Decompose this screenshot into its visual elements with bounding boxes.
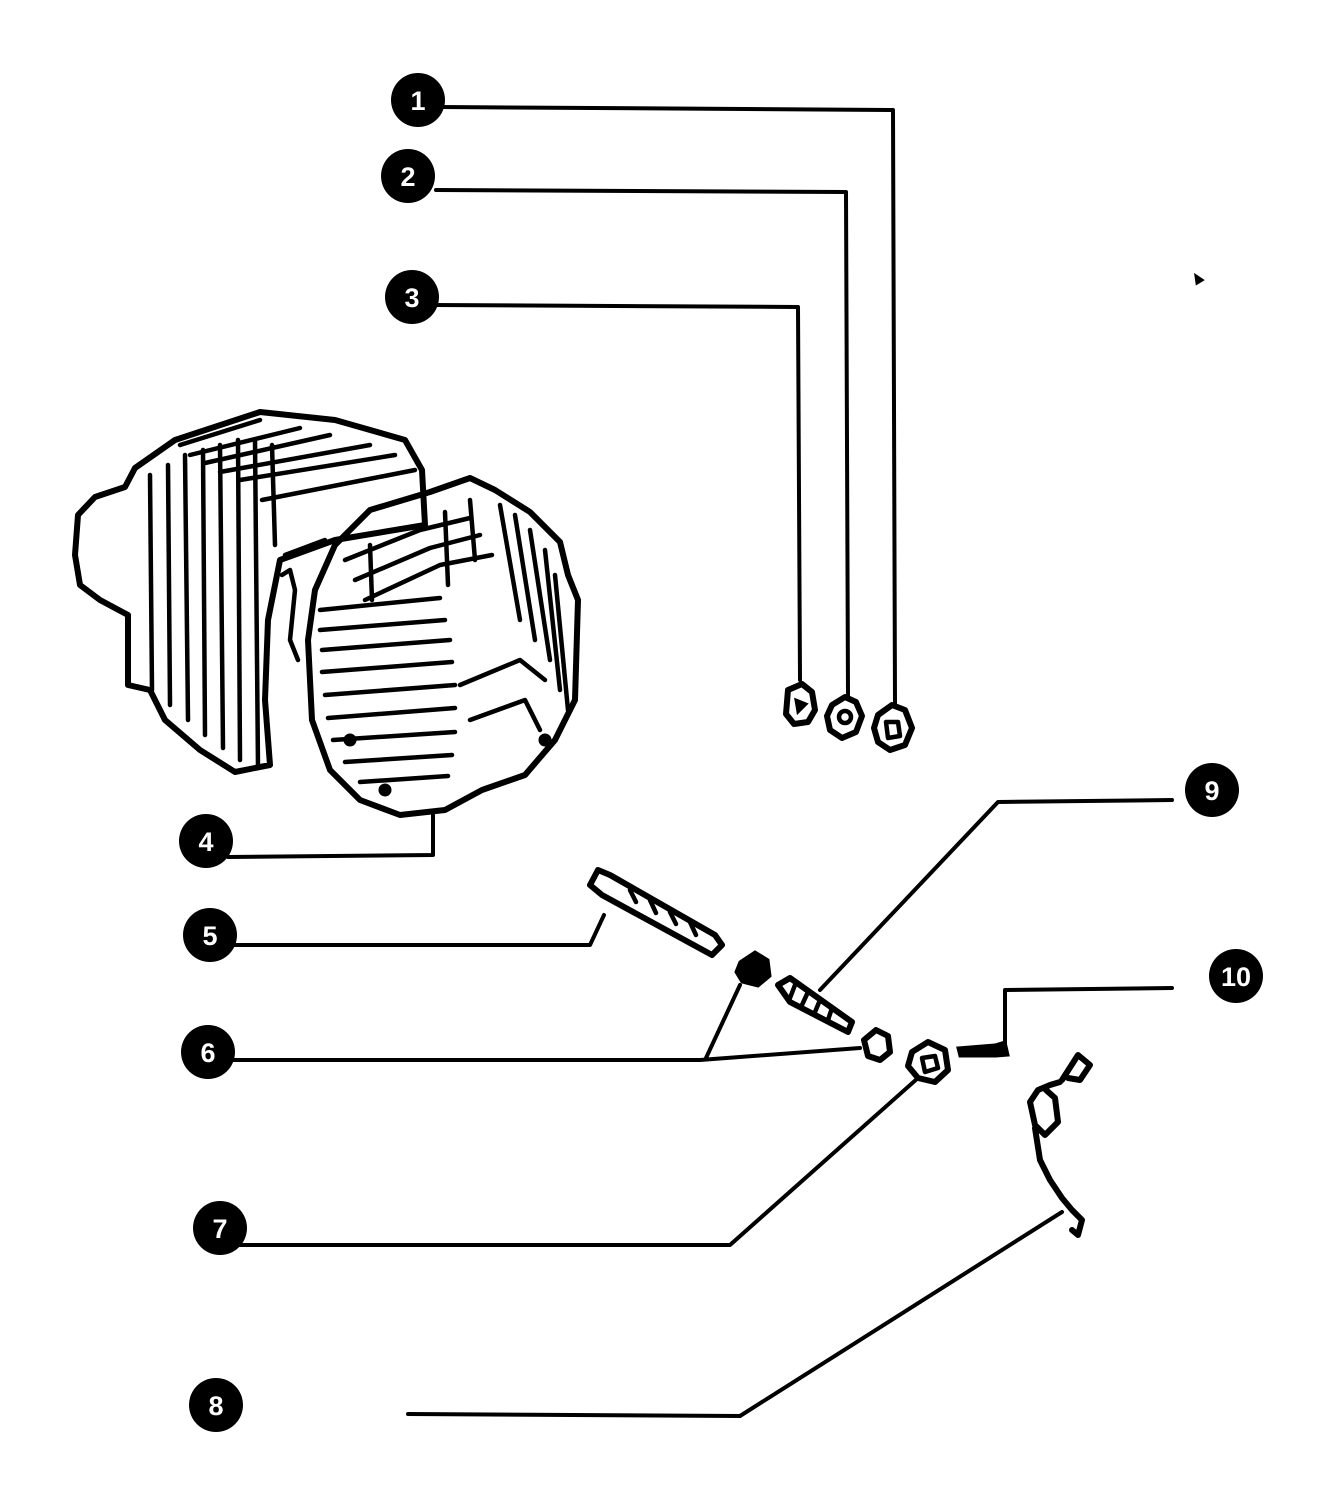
cylinder-head-side-fins [457, 502, 571, 733]
callout-7-label: 7 [212, 1214, 227, 1244]
washer-part-6 [861, 1027, 893, 1063]
nut-part-2 [824, 694, 865, 741]
callout-4: 4 [179, 814, 233, 868]
nut-part-2-hole [836, 708, 854, 726]
leader-line-10 [1003, 986, 1174, 1052]
clip-part-8 [1027, 1052, 1093, 1238]
washer-part-7-inner [919, 1053, 941, 1075]
leader-line-5 [230, 913, 606, 947]
leader-line-3 [430, 303, 802, 682]
callout-8-label: 8 [208, 1391, 223, 1421]
callout-10-label: 10 [1221, 962, 1251, 992]
callout-8: 8 [189, 1378, 243, 1432]
leader-line-7 [238, 1076, 920, 1247]
stud-thread [627, 887, 699, 938]
cylinder-top-fins [177, 417, 418, 503]
callout-6: 6 [181, 1025, 235, 1079]
cylinder-part-4 [72, 409, 581, 818]
callout-3: 3 [385, 270, 439, 324]
callout-6-label: 6 [200, 1038, 215, 1068]
cylinder-gasket [279, 537, 328, 663]
callout-1: 1 [391, 73, 445, 127]
cylinder-head-upper-fins [342, 497, 495, 603]
nut-part-6-body [734, 950, 772, 988]
washer-part-7-body [905, 1039, 951, 1085]
leader-line-9 [818, 798, 1174, 992]
stud-part-5 [587, 867, 725, 958]
cylinder-head-outline [305, 475, 581, 818]
callout-2-label: 2 [400, 162, 415, 192]
callout-2: 2 [381, 149, 435, 203]
leader-line-4 [226, 813, 435, 859]
cylinder-head-bolt-c [538, 733, 552, 747]
callout-3-label: 3 [404, 283, 419, 313]
callout-7: 7 [193, 1201, 247, 1255]
cylinder-head-bolt-a [343, 733, 357, 747]
screw-part-10 [956, 1040, 1010, 1058]
callout-9: 9 [1185, 763, 1239, 817]
callout-4-label: 4 [198, 827, 213, 857]
nut-part-3 [783, 681, 818, 727]
spring-part-9 [775, 975, 855, 1035]
callout-9-label: 9 [1204, 776, 1219, 806]
cylinder-head-bolt-b [378, 783, 392, 797]
spring-turns [787, 982, 835, 1023]
leader-line-1 [438, 105, 897, 707]
stray-mark [1194, 272, 1205, 286]
spring-coil [775, 975, 855, 1035]
nut-part-1-hole [883, 719, 903, 741]
nut-part-6 [734, 950, 893, 1063]
clip-wire [1027, 1052, 1093, 1238]
nut-part-1 [871, 702, 915, 753]
cylinder-head-fins [317, 595, 458, 785]
leader-line-2 [434, 188, 850, 697]
washer-part-7 [905, 1039, 951, 1085]
stud-shaft [587, 867, 725, 958]
callout-1-label: 1 [410, 86, 425, 116]
cylinder-fins-rear [147, 437, 278, 771]
callout-10: 10 [1209, 949, 1263, 1003]
leader-line-8 [406, 1210, 1064, 1418]
callout-5: 5 [183, 908, 237, 962]
nut-part-3-hole [794, 697, 809, 716]
cylinder-block-outline [72, 409, 428, 775]
leader-lines [226, 105, 1174, 1418]
screw-part-10-body [956, 1040, 1010, 1058]
nuts-parts-1-3 [783, 681, 915, 753]
leader-line-6 [228, 983, 862, 1062]
callout-5-label: 5 [202, 921, 217, 951]
